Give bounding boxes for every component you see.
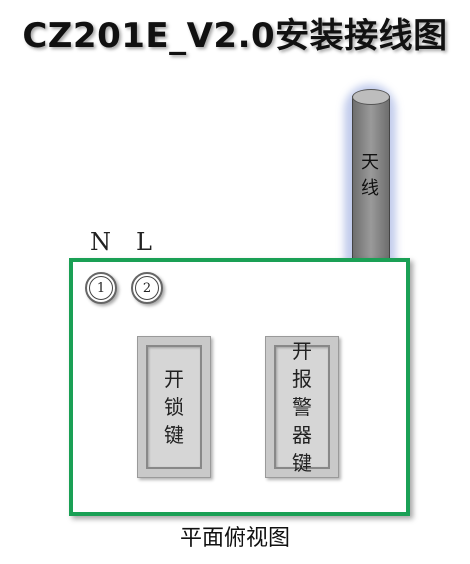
terminal-2-number: 2 xyxy=(135,276,159,300)
antenna-label: 天线 xyxy=(361,152,379,199)
terminal-1-number: 1 xyxy=(89,276,113,300)
terminal-label-n: N xyxy=(90,228,111,256)
alarm-key: 开报警器键 xyxy=(265,336,339,478)
antenna xyxy=(352,96,390,258)
unlock-key: 开锁键 xyxy=(137,336,211,478)
diagram-caption: 平面俯视图 xyxy=(179,526,290,551)
diagram-title: CZ201E_V2.0安装接线图 xyxy=(22,16,448,56)
terminal-label-l: L xyxy=(136,228,152,256)
alarm-key-face: 开报警器键 xyxy=(274,339,330,475)
antenna-cap xyxy=(352,89,390,105)
device-top-view: 1 2 开锁键 开报警器键 xyxy=(69,258,410,516)
terminal-2: 2 xyxy=(131,272,163,304)
alarm-key-label: 开报警器键 xyxy=(292,339,312,475)
unlock-key-face: 开锁键 xyxy=(146,345,202,469)
terminal-1: 1 xyxy=(85,272,117,304)
unlock-key-label: 开锁键 xyxy=(164,367,184,447)
